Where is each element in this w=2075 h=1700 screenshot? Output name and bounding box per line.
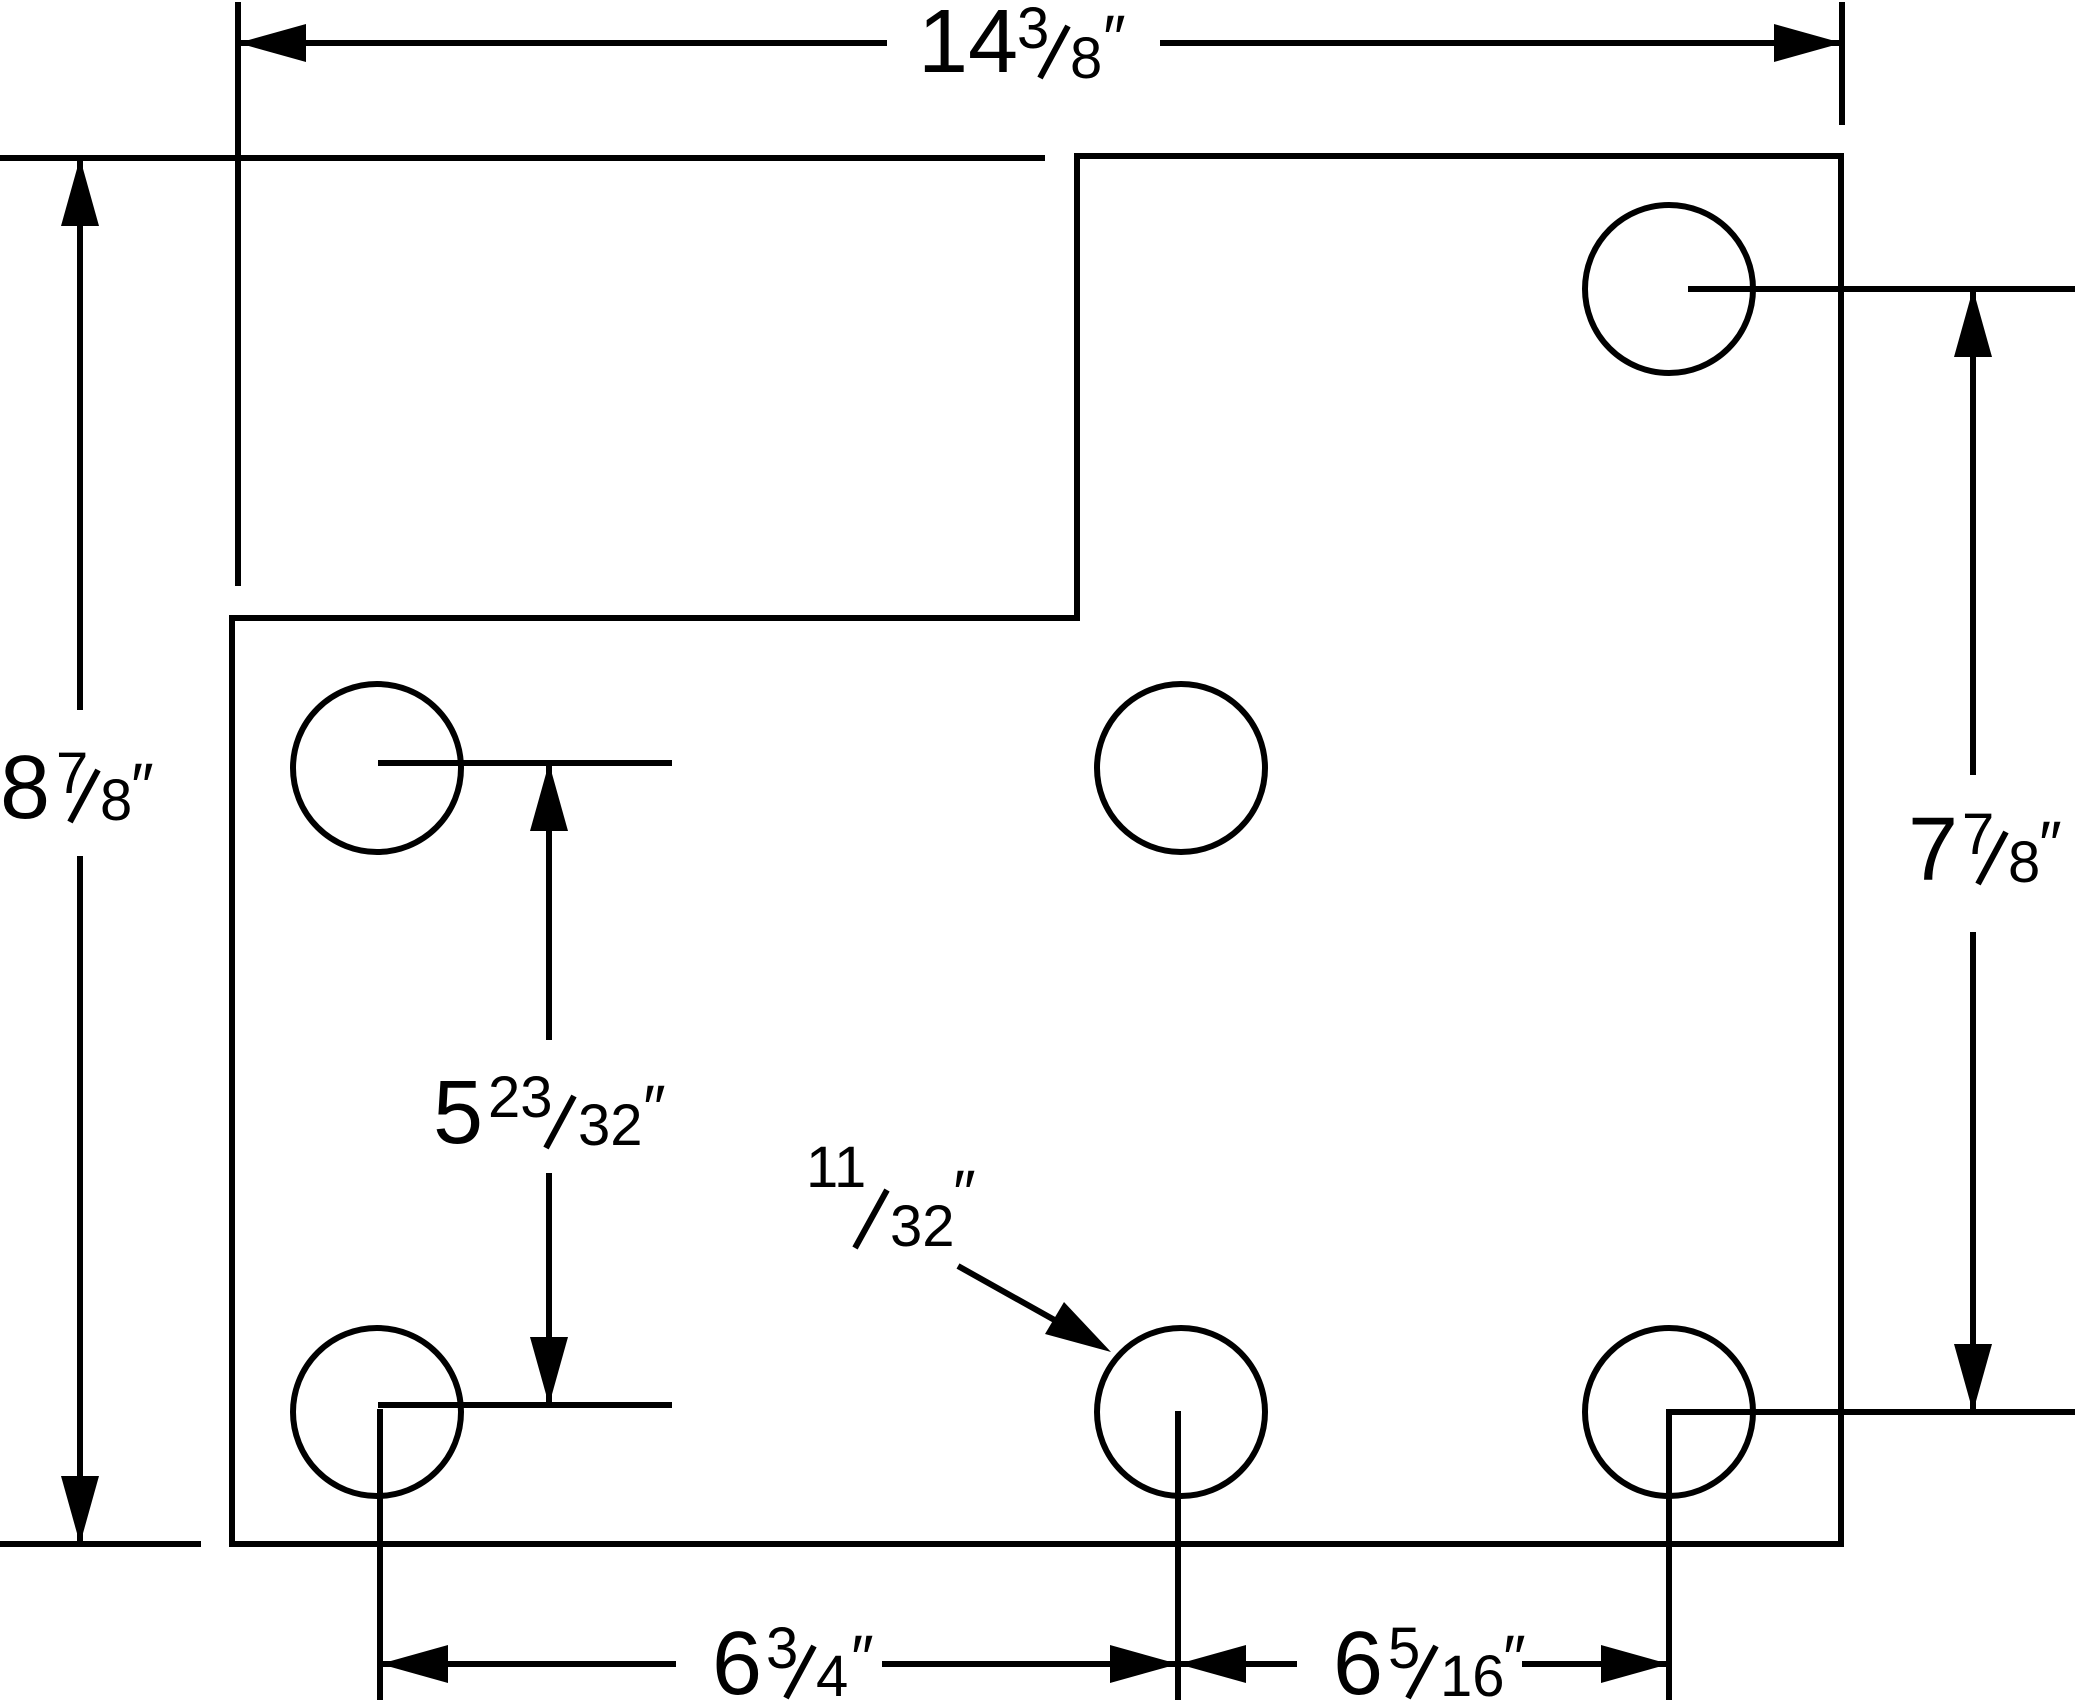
hole-span-right-numerator: 7 bbox=[1962, 802, 1994, 867]
hole-span-left-denominator: 32 bbox=[578, 1093, 643, 1158]
dim-label-hole-diameter: 1 1 32 ″ bbox=[806, 1135, 975, 1259]
dim-label-overall-height: 8 7 8 ″ bbox=[0, 738, 153, 838]
bottom-span-right-numerator: 5 bbox=[1388, 1616, 1420, 1681]
overall-height-whole: 8 bbox=[0, 738, 50, 838]
plate-outline bbox=[229, 153, 1844, 1547]
bottom-span-right-denominator: 16 bbox=[1440, 1644, 1505, 1700]
dim-label-bottom-span-right: 6 5 16 ″ bbox=[1333, 1614, 1525, 1700]
arrowheads bbox=[61, 24, 1992, 1683]
hole-span-left-numerator: 23 bbox=[488, 1065, 553, 1130]
hole-span-right-whole: 7 bbox=[1908, 800, 1958, 900]
bottom-span-right-unit: ″ bbox=[1500, 1622, 1525, 1694]
bottom-span-left-denominator: 4 bbox=[816, 1644, 848, 1700]
overall-height-unit: ″ bbox=[128, 750, 153, 822]
dim-label-bottom-span-left: 6 3 4 ″ bbox=[712, 1614, 873, 1700]
overall-width-whole: 14 bbox=[918, 0, 1018, 92]
overall-height-denominator: 8 bbox=[100, 768, 132, 833]
dim-label-overall-width: 14 3 8 ″ bbox=[918, 0, 1125, 92]
overall-width-unit: ″ bbox=[1100, 2, 1125, 74]
hole-diameter-numerator: 1 bbox=[834, 1135, 866, 1200]
bottom-span-left-numerator: 3 bbox=[766, 1616, 798, 1681]
overall-width-numerator: 3 bbox=[1017, 0, 1049, 61]
overall-width-denominator: 8 bbox=[1070, 26, 1102, 91]
bottom-span-left-whole: 6 bbox=[712, 1614, 762, 1700]
bottom-span-right-whole: 6 bbox=[1333, 1614, 1383, 1700]
hole-span-left-whole: 5 bbox=[433, 1063, 483, 1163]
hole-span-right-denominator: 8 bbox=[2008, 830, 2040, 895]
bottom-span-left-unit: ″ bbox=[848, 1622, 873, 1694]
hole-diameter-whole: 1 bbox=[806, 1135, 838, 1200]
hole-span-left-unit: ″ bbox=[640, 1072, 665, 1144]
dim-label-hole-span-left: 5 23 32 ″ bbox=[433, 1063, 665, 1163]
hole-diameter-denominator: 32 bbox=[890, 1194, 955, 1259]
dim-label-hole-span-right: 7 7 8 ″ bbox=[1908, 800, 2061, 900]
hole-mid-left bbox=[290, 681, 464, 855]
hole-diameter-unit: ″ bbox=[950, 1157, 975, 1229]
hole-mid-center bbox=[1094, 681, 1268, 855]
hole-span-right-unit: ″ bbox=[2036, 808, 2061, 880]
